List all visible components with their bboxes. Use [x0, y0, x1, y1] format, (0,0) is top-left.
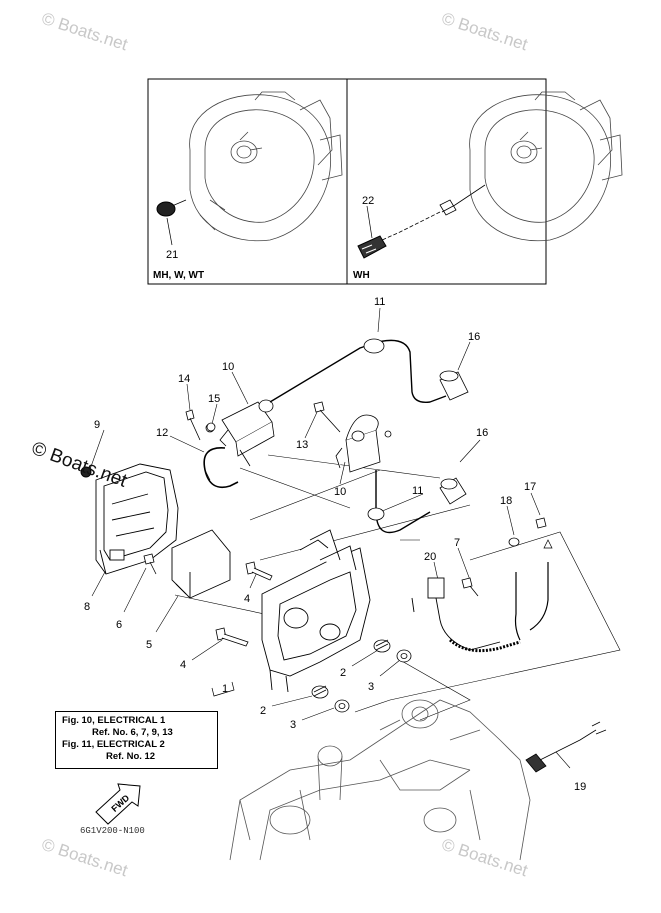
callout-5: 5 — [146, 639, 152, 651]
screw-part13 — [313, 401, 341, 433]
note-line-3: Fig. 11, ELECTRICAL 2 — [62, 739, 165, 750]
leader-lines — [87, 307, 571, 769]
engine-housing-right — [469, 91, 623, 242]
callout-9: 9 — [94, 419, 100, 431]
callout-16-lower: 16 — [476, 427, 488, 439]
fwd-arrow: FWD — [95, 783, 141, 825]
callout-21: 21 — [166, 249, 178, 261]
bracket-part8 — [80, 463, 179, 575]
screw-part17 — [535, 517, 547, 529]
washer-part15 — [206, 422, 216, 432]
callout-19: 19 — [574, 781, 586, 793]
reference-note: Fig. 10, ELECTRICAL 1 Ref. No. 6, 7, 9, … — [55, 711, 218, 769]
ignition-coil-left-part10 — [205, 399, 275, 467]
sensor-part22 — [357, 235, 387, 259]
inset-label-right: WH — [353, 270, 370, 281]
bolt-part4-lower — [215, 627, 249, 647]
callout-10-upper: 10 — [222, 361, 234, 373]
grommet-part2-lower — [311, 685, 329, 699]
screw-part14 — [185, 409, 201, 441]
callout-11-upper: 11 — [374, 296, 385, 308]
plug-cap-lower-part16 — [439, 477, 467, 505]
plug-cap-upper-part16 — [439, 370, 469, 401]
rectifier-part5 — [171, 529, 231, 599]
callout-12: 12 — [156, 427, 168, 439]
grommet-part2-upper — [373, 639, 391, 653]
washer-part18 — [508, 537, 520, 547]
wire-part12 — [203, 447, 239, 489]
callout-2-lower: 2 — [260, 705, 266, 717]
callout-15: 15 — [208, 393, 220, 405]
callout-7: 7 — [454, 537, 460, 549]
wire-harness — [449, 638, 521, 653]
collar-part3-lower — [334, 699, 350, 713]
callout-3-upper: 3 — [368, 681, 374, 693]
note-line-2: Ref. No. 6, 7, 9, 13 — [92, 727, 173, 738]
engine-block — [229, 699, 531, 861]
callout-16-upper: 16 — [468, 331, 480, 343]
callout-4-lower: 4 — [180, 659, 186, 671]
position-lines — [174, 454, 621, 721]
callout-13: 13 — [296, 439, 308, 451]
note-line-1: Fig. 10, ELECTRICAL 1 — [62, 715, 166, 726]
electrical-bracket-part1 — [261, 529, 371, 693]
collar-part3-upper — [396, 649, 412, 663]
callout-17: 17 — [524, 481, 536, 493]
ignition-coil-right-part10 — [335, 414, 392, 473]
relay-part20 — [411, 577, 501, 651]
part7 — [461, 577, 479, 597]
sensor-part19 — [525, 721, 607, 773]
callout-10-lower: 10 — [334, 486, 346, 498]
callout-8: 8 — [84, 601, 90, 613]
callout-22: 22 — [362, 195, 374, 207]
callout-20: 20 — [424, 551, 436, 563]
note-line-4: Ref. No. 12 — [106, 751, 156, 762]
callout-3-lower: 3 — [290, 719, 296, 731]
drawing-code: 6G1V200-N100 — [80, 826, 145, 836]
callout-18: 18 — [500, 495, 512, 507]
callout-6: 6 — [116, 619, 122, 631]
callout-14: 14 — [178, 373, 190, 385]
callout-2-upper: 2 — [340, 667, 346, 679]
inset-label-left: MH, W, WT — [153, 270, 204, 281]
callout-4-upper: 4 — [244, 593, 250, 605]
plug-cap-part21 — [156, 201, 176, 217]
bolt-part6 — [143, 553, 157, 575]
callout-1: 1 — [222, 683, 228, 695]
engine-housing-left — [189, 91, 343, 242]
bolt-part4-upper — [245, 561, 273, 581]
callout-11-lower: 11 — [412, 485, 423, 497]
